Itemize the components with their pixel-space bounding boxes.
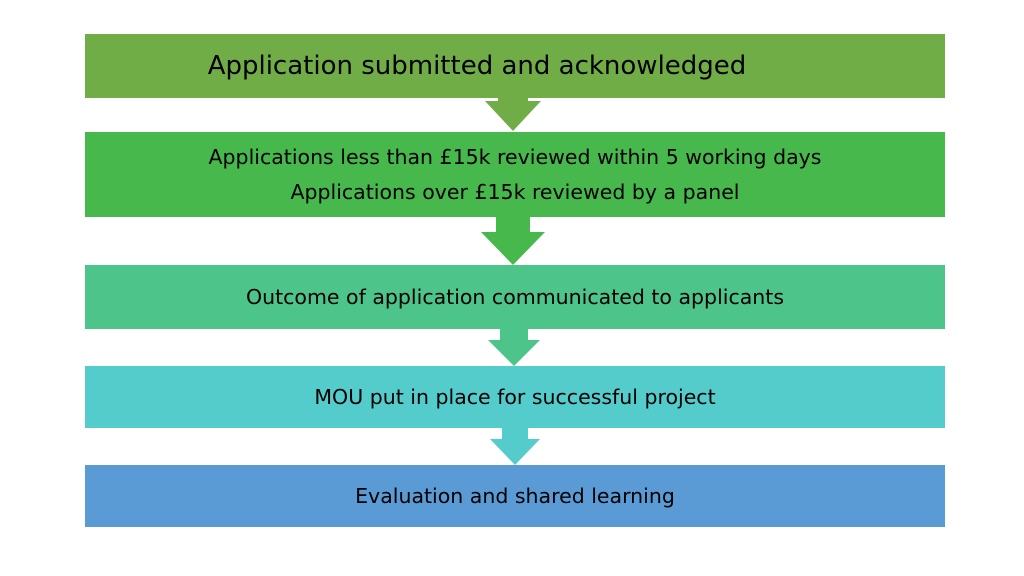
step-label: MOU put in place for successful project — [314, 385, 716, 409]
step-label: Evaluation and shared learning — [355, 484, 675, 508]
step-label-line-2: Applications over £15k reviewed by a pan… — [290, 179, 740, 204]
step-label-line-1: Applications less than £15k reviewed wit… — [208, 144, 822, 169]
step-label: Outcome of application communicated to a… — [245, 285, 784, 309]
step-label: Application submitted and acknowledged — [207, 51, 747, 81]
arrow-shape — [490, 427, 540, 465]
arrow-shape — [481, 216, 545, 265]
step-outcome-communicated: Outcome of application communicated to a… — [85, 265, 945, 329]
step-evaluation: Evaluation and shared learning — [85, 465, 945, 527]
step-mou-in-place: MOU put in place for successful project — [85, 366, 945, 428]
step-application-submitted: Application submitted and acknowledged — [85, 34, 945, 98]
arrow-shape — [485, 97, 541, 131]
step-application-review: Applications less than £15k reviewed wit… — [85, 132, 945, 217]
arrow-shape — [488, 328, 540, 366]
